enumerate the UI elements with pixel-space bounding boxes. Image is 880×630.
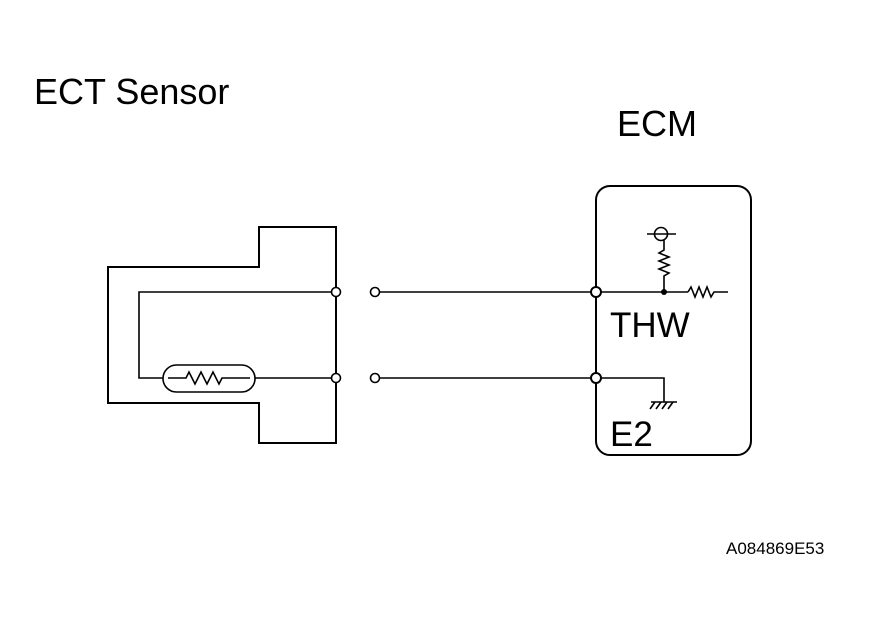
resistor-icon: [656, 240, 672, 292]
voltage-source-icon: [647, 226, 676, 242]
e2-label: E2: [610, 415, 653, 454]
ecm-title: ECM: [617, 103, 697, 144]
connector-pin-icon: [369, 286, 381, 298]
thw-label: THW: [610, 306, 690, 345]
sensor-housing: [107, 226, 337, 444]
connector-pin-icon: [369, 372, 381, 384]
e2-internal-line: [601, 377, 665, 402]
ecm-box: [595, 185, 752, 456]
connector-pin-icon: [330, 286, 342, 298]
thw-terminal: [590, 286, 602, 298]
figure-code: A084869E53: [726, 539, 824, 558]
ground-icon: [649, 401, 677, 410]
connector-pin-icon: [330, 372, 342, 384]
resistor-icon: [687, 284, 728, 300]
sensor-internal-wire-top: [138, 291, 336, 379]
e2-terminal: [590, 372, 602, 384]
ect-sensor-title: ECT Sensor: [34, 71, 229, 112]
thermistor-icon: [162, 364, 256, 393]
